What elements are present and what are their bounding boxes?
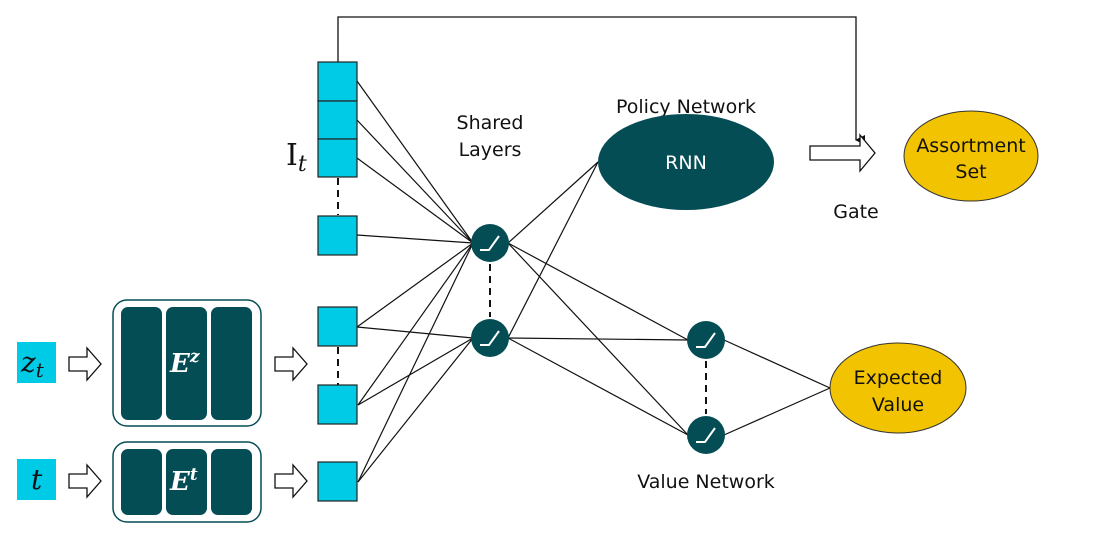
shared-node [471,224,509,262]
z-input-box [17,342,56,383]
expected-value-node [829,342,967,434]
z-input-label: zt [20,346,45,382]
value-network-label: Value Network [637,471,775,493]
t-input-box [17,459,56,500]
relu-icon [696,427,716,443]
embedding-cell [317,306,358,347]
inventory-cell [317,100,358,140]
embedding-block-z: Ez [112,299,262,427]
expected-label-2: Value [872,394,924,416]
relu-icon [480,235,500,251]
shared-node [471,319,509,357]
arrow-right-icon [68,463,102,499]
arrow-right-icon [274,346,308,382]
inventory-cell [317,61,358,102]
embedding-z-label: Ez [169,347,200,379]
relu-icon [696,332,716,348]
rnn-label: RNN [665,152,707,174]
assortment-set-node [903,110,1039,202]
embedding-block-t: Et [112,441,262,523]
input-connections [356,80,474,483]
gate-label: Gate [833,201,879,223]
assortment-label-2: Set [955,161,986,183]
inventory-cell [317,215,358,256]
time-embedding-cell [317,461,358,502]
t-input-label: t [31,463,43,496]
rnn-node [598,114,774,210]
value-node [687,416,725,454]
inventory-label: It [286,138,307,177]
embedding-output-vector [317,306,358,502]
gate-feedback-line [337,16,865,145]
arrow-right-icon [68,346,102,382]
expected-label-1: Expected [854,367,943,389]
shared-layers-label-2: Layers [459,139,522,161]
hidden-connections [507,161,831,436]
inventory-vector [317,61,358,256]
shared-layers-label-1: Shared [457,112,524,134]
embedding-t-label: Et [169,465,198,497]
value-node [687,321,725,359]
gate-arrow-icon [809,133,876,173]
relu-icon [480,330,500,346]
assortment-label-1: Assortment [916,135,1025,157]
embedding-cell [317,384,358,425]
inventory-cell [317,138,358,178]
policy-network-label: Policy Network [616,96,756,118]
arrow-right-icon [274,463,308,499]
hollow-arrows [68,133,876,499]
